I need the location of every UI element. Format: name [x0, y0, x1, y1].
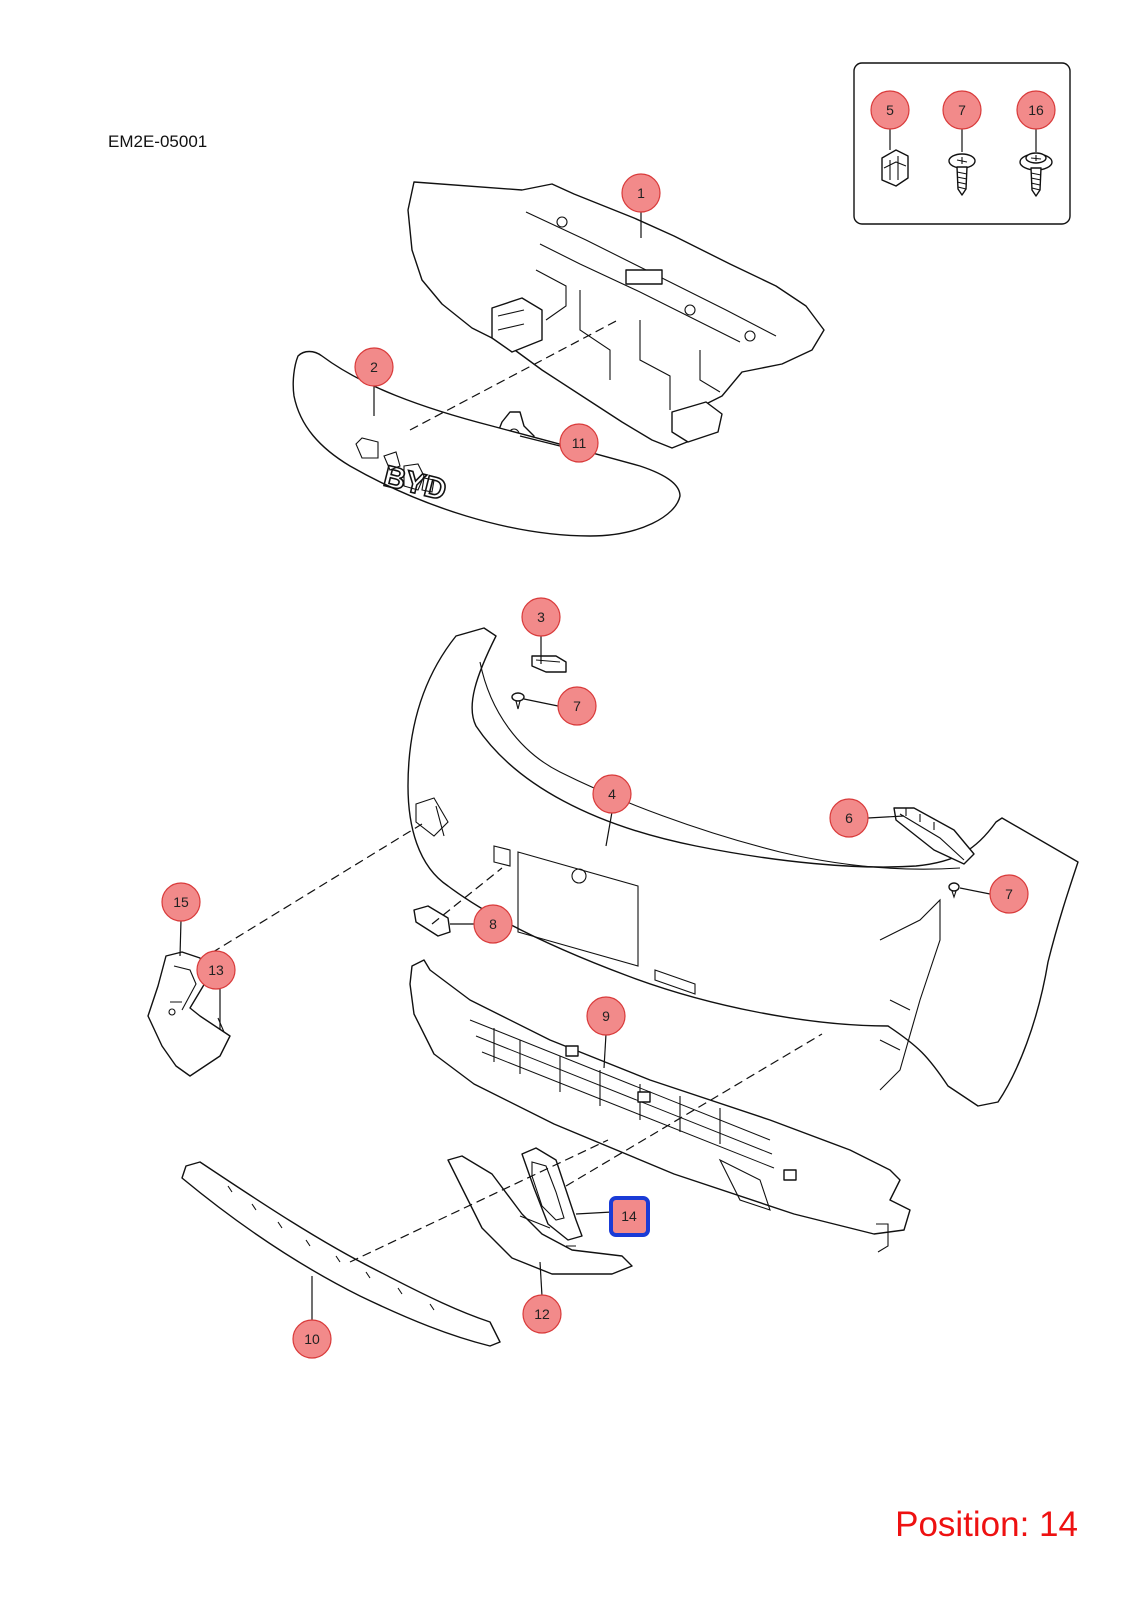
callout-7-right-label: 7	[1005, 886, 1013, 902]
callout-3[interactable]: 3	[521, 597, 561, 637]
callout-12[interactable]: 12	[522, 1294, 562, 1334]
callout-13[interactable]: 13	[196, 950, 236, 990]
callout-1-label: 1	[637, 185, 645, 201]
callout-11[interactable]: 11	[559, 423, 599, 463]
callout-5-label: 5	[886, 102, 894, 118]
callout-7-upper[interactable]: 7	[557, 686, 597, 726]
callout-8[interactable]: 8	[473, 904, 513, 944]
callout-8-label: 8	[489, 916, 497, 932]
callout-6-label: 6	[845, 810, 853, 826]
diagram-code: EM2E-05001	[108, 132, 208, 151]
callout-10[interactable]: 10	[292, 1319, 332, 1359]
callout-6[interactable]: 6	[829, 798, 869, 838]
callout-2[interactable]: 2	[354, 347, 394, 387]
part-4-bumper-cover	[407, 627, 1079, 1107]
part-14-fog-bezel	[521, 1147, 583, 1241]
part-8-tow-cover	[413, 905, 451, 937]
callout-5[interactable]: 5	[870, 90, 910, 130]
position-indicator: Position: 14	[895, 1505, 1078, 1544]
screw-7-right	[948, 882, 960, 899]
callout-9-label: 9	[602, 1008, 610, 1024]
callout-7-box-label: 7	[958, 102, 966, 118]
callout-15-label: 15	[173, 894, 189, 910]
callout-7-box[interactable]: 7	[942, 90, 982, 130]
callout-14-label: 14	[621, 1208, 637, 1224]
callout-9[interactable]: 9	[586, 996, 626, 1036]
callout-16-label: 16	[1028, 102, 1044, 118]
callout-7-upper-label: 7	[573, 698, 581, 714]
callout-16[interactable]: 16	[1016, 90, 1056, 130]
clip-nut-icon	[881, 149, 909, 187]
callout-4-label: 4	[608, 786, 616, 802]
callout-7-right[interactable]: 7	[989, 874, 1029, 914]
callout-14-highlighted[interactable]: 14	[609, 1196, 650, 1237]
callout-10-label: 10	[304, 1331, 320, 1347]
pan-head-screw-icon	[948, 153, 976, 196]
callout-2-label: 2	[370, 359, 378, 375]
callout-15[interactable]: 15	[161, 882, 201, 922]
callout-1[interactable]: 1	[621, 173, 661, 213]
callout-12-label: 12	[534, 1306, 550, 1322]
callout-3-label: 3	[537, 609, 545, 625]
part-9-lower-valance	[409, 959, 911, 1253]
leader-lines	[179, 129, 1037, 1320]
part-10-chrome-strip	[181, 1161, 501, 1347]
screw-7-upper	[511, 692, 525, 710]
washer-head-screw-icon	[1019, 152, 1053, 197]
part-3-bracket	[531, 655, 567, 673]
part-1-grille-carrier	[407, 181, 825, 449]
part-6-bracket	[893, 807, 975, 865]
callout-13-label: 13	[208, 962, 224, 978]
callout-4[interactable]: 4	[592, 774, 632, 814]
callout-11-label: 11	[572, 435, 587, 451]
part-2-emblem-trim: BYD	[292, 350, 681, 537]
part-12-lower-trim	[447, 1155, 633, 1275]
